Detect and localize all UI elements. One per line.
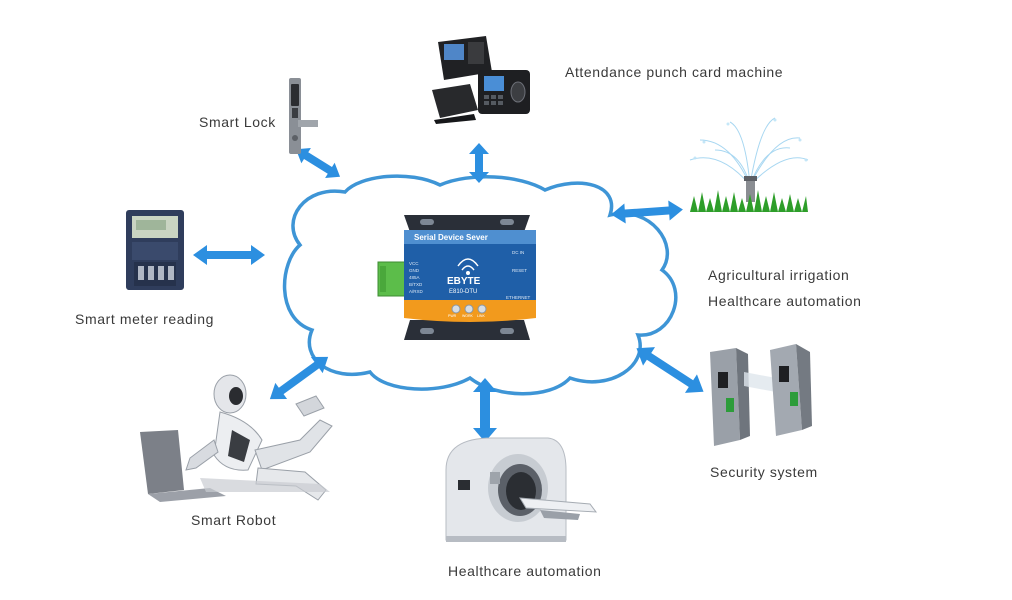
device-brand: EBYTE <box>447 276 481 287</box>
mri-scanner-image <box>445 437 598 542</box>
label-agricultural-irrigation: Agricultural irrigation <box>708 267 850 283</box>
pin-label: A/RXD <box>409 289 424 294</box>
attendance-machine-image <box>432 36 530 124</box>
pin-label: VCC <box>409 261 419 266</box>
arrow-smart-lock <box>295 147 341 179</box>
port-label: ETHERNET <box>506 295 531 300</box>
smart-lock-image <box>289 78 318 154</box>
arrow-robot <box>269 356 329 400</box>
led-label: WORK <box>462 314 474 318</box>
device-model: E810-DTU <box>449 289 477 295</box>
signal-icon <box>457 258 479 271</box>
led-label: LINK <box>477 314 485 318</box>
security-turnstile-image <box>710 344 812 446</box>
label-healthcare-automation-bottom: Healthcare automation <box>448 563 602 579</box>
arrow-irrigation <box>611 200 683 224</box>
arrow-attendance <box>469 143 489 183</box>
led-label: PWR <box>448 314 457 318</box>
smart-meter-image <box>126 210 184 290</box>
label-healthcare-automation-right: Healthcare automation <box>708 293 862 309</box>
arrow-smart-meter <box>193 245 265 265</box>
pin-label: B/TXD <box>409 282 423 287</box>
label-smart-lock: Smart Lock <box>199 114 276 130</box>
label-smart-robot: Smart Robot <box>191 512 277 528</box>
port-label: RESET <box>512 268 527 273</box>
port-label: DC IN <box>512 250 524 255</box>
irrigation-sprinkler-image <box>689 117 809 212</box>
robot-laptop-image <box>140 374 333 502</box>
pin-label: 485A <box>409 275 420 280</box>
label-attendance: Attendance punch card machine <box>565 64 784 80</box>
arrow-security <box>636 347 704 393</box>
pin-label: GND <box>409 268 420 273</box>
label-security-system: Security system <box>710 464 818 480</box>
serial-device-server: Serial Device Sever EBYTE E810-DTU VCC G… <box>377 215 536 340</box>
device-title: Serial Device Sever <box>414 233 488 242</box>
arrow-healthcare <box>473 378 497 442</box>
label-smart-meter: Smart meter reading <box>75 311 215 327</box>
